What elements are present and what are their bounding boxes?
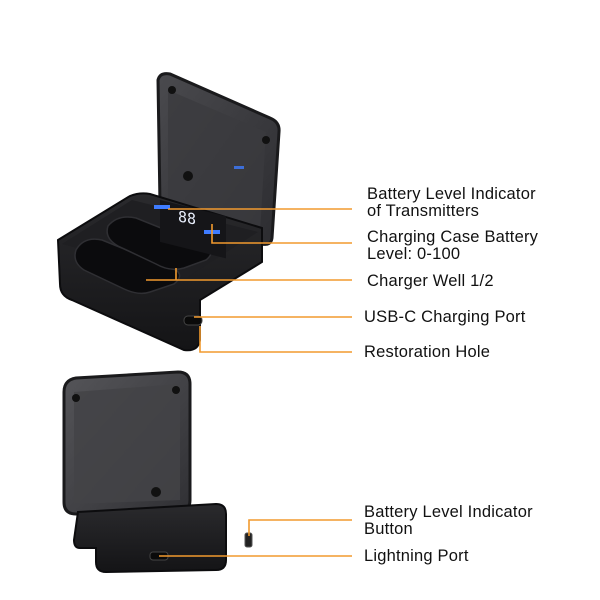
leader-line-battery-indicator-button	[249, 520, 352, 536]
led-digits: 88	[178, 207, 196, 228]
lid-magnet-dot	[72, 394, 80, 402]
callout-usbc-port: USB-C Charging Port	[364, 309, 526, 326]
lid-magnet-dot	[172, 386, 180, 394]
callout-line: Charging Case Battery	[367, 229, 538, 246]
lid-side-window	[74, 384, 180, 504]
callout-line: Battery Level Indicator	[364, 504, 533, 521]
callout-line: Restoration Hole	[364, 344, 490, 361]
callout-charger-well: Charger Well 1/2	[367, 273, 494, 290]
lid-magnet-dot	[262, 136, 270, 144]
leader-line-restoration-hole	[200, 326, 352, 352]
callout-line: Level: 0-100	[367, 246, 538, 263]
lid-magnet-dot	[183, 171, 193, 181]
charging-case-side-icon	[64, 372, 252, 572]
callout-battery-indicator-button: Battery Level Indicator Button	[364, 504, 533, 538]
callout-line: Battery Level Indicator	[367, 186, 536, 203]
lid-magnet-dot	[168, 86, 176, 94]
callout-case-battery-level: Charging Case Battery Level: 0-100	[367, 229, 538, 263]
callout-restoration-hole: Restoration Hole	[364, 344, 490, 361]
callout-battery-indicator-transmitters: Battery Level Indicator of Transmitters	[367, 186, 536, 220]
callout-line: Lightning Port	[364, 548, 469, 565]
lid-magnet-dot	[151, 487, 161, 497]
callout-line: Button	[364, 521, 533, 538]
callout-lightning-port: Lightning Port	[364, 548, 469, 565]
callout-line: USB-C Charging Port	[364, 309, 526, 326]
callout-line: of Transmitters	[367, 203, 536, 220]
led-indicator-left	[154, 205, 170, 209]
case-body-side	[74, 504, 226, 572]
lid-led-reflection	[234, 166, 244, 169]
callout-line: Charger Well 1/2	[367, 273, 494, 290]
charging-case-open-icon: 88	[58, 74, 279, 351]
